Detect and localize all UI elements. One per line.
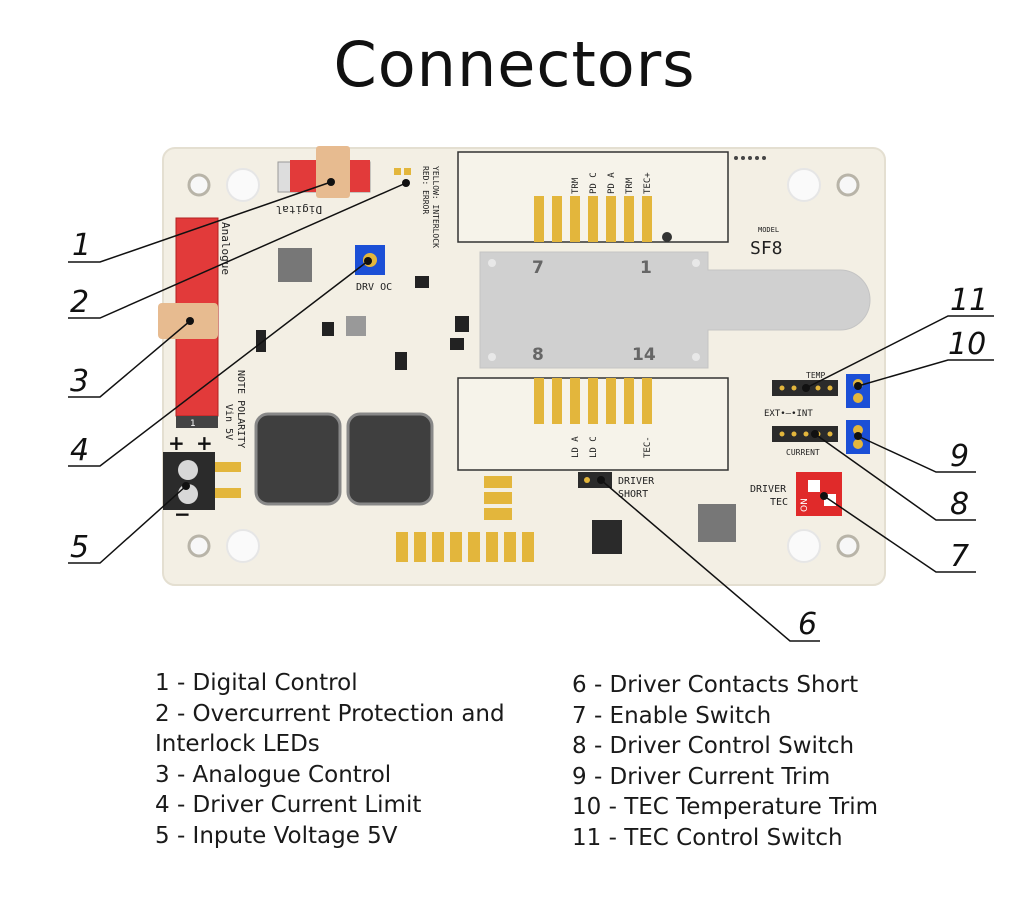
- driver-short-label-1: DRIVER: [618, 476, 655, 487]
- ic-chip-1: [278, 248, 312, 282]
- drv-oc-label: DRV OC: [356, 282, 392, 293]
- ic-chip-2: [346, 316, 366, 336]
- pin-label-tec-minus: TEC-: [643, 436, 653, 458]
- callout-dots: [182, 178, 862, 500]
- mounting-holes: [187, 168, 860, 563]
- bottom-pads-row: [396, 476, 534, 562]
- model-name: SF8: [750, 238, 783, 259]
- driver-short-jumper: [578, 472, 612, 488]
- digital-label: Digital: [276, 203, 322, 216]
- smd-part-2: [415, 276, 429, 288]
- plus-label-1: +: [168, 431, 185, 455]
- callout-5: 5: [70, 530, 89, 565]
- legend-item-3: 3 - Analogue Control: [155, 761, 392, 788]
- legend-left: 1 - Digital Control 2 - Overcurrent Prot…: [155, 668, 505, 851]
- ic-chip-4: [698, 504, 736, 542]
- smd-part-3: [450, 338, 464, 350]
- callout-7: 7: [950, 539, 969, 574]
- inductor-2: [346, 412, 434, 506]
- led-label-red: RED: ERROR: [421, 166, 430, 214]
- callout-9: 9: [950, 439, 969, 474]
- legend-right: 6 - Driver Contacts Short 7 - Enable Swi…: [572, 670, 878, 853]
- driver-short-label-2: SHORT: [618, 489, 648, 500]
- pin-label-ld-c: LD C: [589, 436, 599, 458]
- callout-numbers: 1 2 3 4 5 6 7 8 9 10 11: [70, 228, 988, 642]
- led-yellow: [394, 168, 401, 175]
- callout-1: 1: [72, 228, 91, 263]
- legend-item-11: 11 - TEC Control Switch: [572, 824, 843, 851]
- legend-item-6: 6 - Driver Contacts Short: [572, 672, 859, 698]
- model-label: MODEL: [758, 226, 779, 234]
- socket-pin-8: 8: [532, 345, 544, 365]
- legend-item-9: 9 - Driver Current Trim: [572, 763, 831, 790]
- driver-tec-label-2: TEC: [770, 497, 788, 508]
- pin-label-trm-1: TRM: [571, 177, 581, 194]
- laser-socket: [479, 251, 871, 369]
- callout-leaders: [68, 181, 994, 642]
- socket-pin-7: 7: [532, 258, 544, 278]
- ic-chip-3: [592, 520, 622, 554]
- legend-item-2: 2 - Overcurrent Protection and: [155, 700, 505, 727]
- pin-label-pd-c: PD C: [589, 172, 599, 194]
- bottom-pin-pads: [534, 378, 652, 424]
- header-pin1: 1: [190, 419, 196, 429]
- pin-label-pd-a: PD A: [607, 172, 617, 194]
- temp-label: TEMP: [806, 371, 825, 380]
- pin-label-trm-2: TRM: [625, 177, 635, 194]
- callout-11: 11: [950, 283, 988, 318]
- pin-label-ld-a: LD A: [571, 436, 581, 458]
- smd-part-5: [256, 330, 266, 352]
- smd-part-4: [395, 352, 407, 370]
- polarity-note-2: Vin 5V: [223, 404, 234, 440]
- top-pin-pads: [534, 196, 652, 242]
- callout-6: 6: [798, 607, 817, 642]
- plus-label-2: +: [196, 431, 213, 455]
- legend-item-5: 5 - Inpute Voltage 5V: [155, 822, 398, 849]
- top-pin-labels: TRM PD C PD A TRM TEC+: [571, 172, 653, 194]
- callout-8: 8: [950, 487, 969, 522]
- inductor-1: [254, 412, 342, 506]
- ext-int-label: EXT•—•INT: [764, 409, 813, 419]
- socket-pin-1: 1: [640, 258, 652, 278]
- bottom-pin-labels: LD A LD C TEC-: [571, 436, 653, 458]
- digital-connector-latch: [316, 146, 350, 198]
- callout-3: 3: [70, 364, 89, 399]
- led-label-yellow: YELLOW: INTERLOCK: [431, 166, 440, 248]
- legend-item-4: 4 - Driver Current Limit: [155, 792, 422, 818]
- legend-item-10: 10 - TEC Temperature Trim: [572, 794, 879, 820]
- callout-10: 10: [948, 327, 986, 362]
- legend-item-1: 1 - Digital Control: [155, 670, 358, 696]
- pin-label-tec-plus: TEC+: [643, 172, 653, 194]
- polarity-note-1: NOTE POLARITY: [235, 370, 246, 448]
- socket-pin-14: 14: [632, 345, 656, 365]
- smd-part-1: [455, 316, 469, 332]
- switch-on-label: ON: [800, 498, 810, 512]
- analogue-label: Analogue: [219, 222, 232, 275]
- page-title: Connectors: [333, 28, 696, 101]
- smd-part-6: [322, 322, 334, 336]
- legend-item-2-cont: Interlock LEDs: [155, 731, 320, 757]
- callout-4: 4: [70, 433, 89, 468]
- legend-item-8: 8 - Driver Control Switch: [572, 733, 855, 759]
- legend-item-7: 7 - Enable Switch: [572, 702, 772, 729]
- led-red: [404, 168, 411, 175]
- callout-2: 2: [70, 285, 89, 320]
- current-label: CURRENT: [786, 448, 820, 457]
- driver-tec-label-1: DRIVER: [750, 484, 787, 495]
